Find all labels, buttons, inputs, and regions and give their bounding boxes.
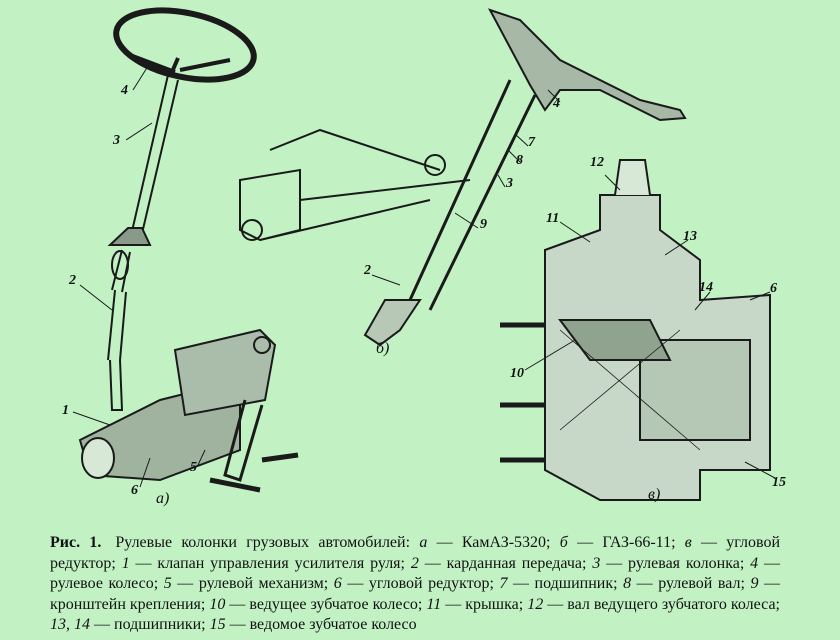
caption-text: Рулевые колонки грузовых автомобилей: (115, 534, 420, 551)
caption-text: — ведущее зубчатое колесо; (225, 595, 427, 613)
caption-key: 1 (121, 554, 130, 572)
label-c-12: 12 (590, 155, 604, 170)
caption-text: — рулевая колонка; (600, 554, 751, 572)
caption-text: — угловой редуктор; (50, 534, 781, 572)
leader-lines (72, 62, 776, 488)
label-a-4: 4 (121, 83, 128, 98)
sublabel-a: а) (156, 490, 170, 507)
caption-key: в (684, 534, 692, 551)
label-a-5: 5 (190, 460, 197, 475)
caption-key: 4 (750, 554, 759, 572)
sublabel-b: б) (376, 340, 390, 357)
label-a-3: 3 (113, 133, 120, 148)
caption-text: — подшипники; (90, 616, 210, 633)
caption-key: а (419, 534, 428, 551)
caption-text: — вал ведущего зубчатого колеса; (543, 595, 780, 613)
label-b-4: 4 (553, 96, 560, 111)
label-b-2: 2 (364, 263, 371, 278)
label-b-8: 8 (516, 153, 523, 168)
caption-key: 3 (592, 554, 601, 572)
caption-text: — кронштейн крепления; (50, 575, 781, 613)
steering-column-drawings (72, 7, 776, 501)
caption-text: — ГАЗ-66-11; (567, 534, 685, 551)
caption-key: 8 (623, 575, 632, 592)
caption-key: 10 (209, 595, 226, 613)
figure-caption: Рис. 1. Рулевые колонки грузовых автомоби… (50, 533, 780, 636)
caption-text: — подшипник; (507, 575, 624, 592)
caption-text: — клапан управления усилителя руля; (129, 554, 411, 572)
caption-key: 15 (209, 616, 226, 633)
caption-text: — рулевой механизм; (171, 575, 334, 592)
label-c-15: 15 (772, 475, 786, 490)
sublabel-c: в) (648, 486, 661, 503)
drawing-c-gearbox (500, 159, 771, 501)
drawing-b-gaz (239, 8, 687, 347)
caption-key: 7 (499, 575, 508, 592)
label-c-14: 14 (699, 280, 713, 295)
caption-text: — крышка; (441, 595, 528, 613)
label-b-3: 3 (506, 176, 513, 191)
caption-text: — карданная передача; (418, 554, 593, 572)
caption-text: — рулевой вал; (631, 575, 751, 592)
caption-key: 12 (527, 595, 544, 613)
caption-key: 5 (163, 575, 172, 592)
caption-key: б (559, 534, 568, 551)
drawing-a-kamaz (78, 7, 299, 493)
caption-key: 9 (750, 575, 759, 592)
label-a-1: 1 (62, 403, 69, 418)
caption-text: — ведомое зубчатое колесо (225, 616, 417, 633)
label-c-13: 13 (683, 229, 697, 244)
caption-key: 11 (426, 595, 442, 613)
figure-number: Рис. 1. (50, 534, 102, 551)
label-b-7: 7 (528, 135, 535, 150)
caption-text: — угловой редуктор; (341, 575, 500, 592)
caption-key: 6 (333, 575, 342, 592)
caption-text: — рулевое колесо; (50, 554, 781, 593)
label-a-6: 6 (131, 483, 138, 498)
label-b-9: 9 (480, 217, 487, 232)
caption-key: 13, 14 (50, 616, 90, 633)
caption-text: — КамАЗ-5320; (427, 534, 560, 551)
caption-key: 2 (410, 554, 419, 572)
label-c-11: 11 (546, 211, 560, 226)
label-a-2: 2 (69, 273, 76, 288)
label-c-6: 6 (770, 281, 777, 296)
label-c-10: 10 (510, 366, 524, 381)
